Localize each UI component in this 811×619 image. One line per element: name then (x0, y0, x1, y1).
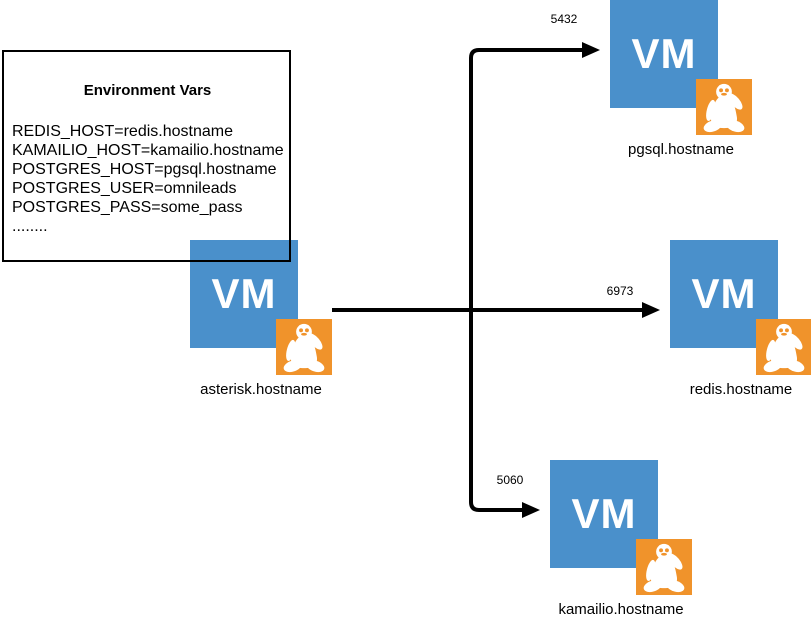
linux-tux-icon (696, 79, 752, 135)
linux-tux-icon (276, 319, 332, 375)
env-var-redis-host: REDIS_HOST=redis.hostname (12, 123, 233, 140)
vm-node-label: asterisk.hostname (200, 381, 322, 398)
port-label-kamailio: 5060 (496, 473, 524, 487)
vm-box-text: VM (691, 270, 757, 317)
port-label-redis: 6973 (606, 284, 634, 298)
vm-node-redis[interactable]: VM redis.hostname (670, 240, 811, 400)
vm-node-kamailio[interactable]: VM kamailio.hostname (550, 460, 692, 619)
vm-box-text: VM (631, 30, 697, 77)
env-var-kamailio-host: KAMAILIO_HOST=kamailio.hostname (12, 142, 284, 159)
environment-vars-title: Environment Vars (83, 82, 212, 99)
vm-node-asterisk[interactable]: VM asterisk.hostname (190, 240, 332, 400)
port-label-pgsql: 5432 (550, 12, 578, 26)
environment-vars-box[interactable]: Environment Vars REDIS_HOST=redis.hostna… (2, 50, 291, 262)
arrowhead-pgsql (582, 42, 600, 58)
vm-node-label: kamailio.hostname (558, 601, 684, 618)
linux-tux-icon (636, 539, 692, 595)
connector-asterisk-pgsql (469, 48, 582, 310)
env-var-postgres-user: POSTGRES_USER=omnileads (12, 180, 237, 197)
vm-node-label: pgsql.hostname (628, 141, 734, 158)
vm-box-text: VM (211, 270, 277, 317)
vm-node-pgsql[interactable]: VM pgsql.hostname (610, 0, 752, 160)
env-var-ellipsis: ........ (12, 218, 48, 235)
env-var-postgres-pass: POSTGRES_PASS=some_pass (12, 199, 243, 216)
vm-node-label: redis.hostname (689, 381, 793, 398)
vm-box: VM (550, 460, 658, 568)
vm-box-text: VM (571, 490, 637, 537)
linux-tux-icon (756, 319, 811, 375)
arrowhead-redis (642, 302, 660, 318)
arrowhead-kamailio (522, 502, 540, 518)
env-var-postgres-host: POSTGRES_HOST=pgsql.hostname (12, 161, 277, 178)
